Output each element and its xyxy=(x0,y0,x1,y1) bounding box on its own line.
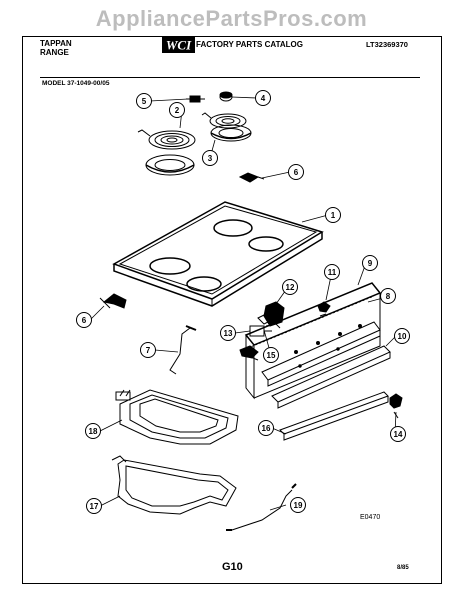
switch-knob xyxy=(249,325,272,337)
header-rule xyxy=(40,77,420,78)
callout-circle xyxy=(202,150,218,166)
callout-17: 17 xyxy=(86,498,102,514)
callout-label: 3 xyxy=(208,154,213,163)
callout-4: 4 xyxy=(255,90,271,106)
trim-strip-lower xyxy=(271,345,391,441)
infinite-switch xyxy=(257,301,285,329)
callout-10: 10 xyxy=(394,328,410,344)
callout-label: 14 xyxy=(394,430,403,439)
callout-circle xyxy=(169,102,185,118)
control-panel xyxy=(244,282,382,400)
receptacle-clip xyxy=(219,91,233,102)
callout-circle xyxy=(220,325,236,341)
callout-circle xyxy=(288,164,304,180)
callout-label: 6 xyxy=(294,168,299,177)
watermark: AppliancePartsPros.com xyxy=(95,6,368,31)
cooktop xyxy=(112,201,324,307)
catalog-title: FACTORY PARTS CATALOG xyxy=(196,40,303,49)
bracket-lower xyxy=(99,293,127,309)
callout-circle xyxy=(362,255,378,271)
callout-label: 11 xyxy=(328,268,337,277)
model-number: MODEL 37-1049-00/05 xyxy=(42,80,110,87)
callout-9: 9 xyxy=(362,255,378,271)
broil-element xyxy=(111,455,237,515)
callout-label: 19 xyxy=(294,501,303,510)
bracket-upper xyxy=(238,172,265,183)
callout-18: 18 xyxy=(85,423,101,439)
callout-label: 10 xyxy=(398,332,407,341)
surface-element-large xyxy=(137,129,196,150)
callout-circle xyxy=(85,423,101,439)
leader-lines xyxy=(89,96,397,511)
callout-circle xyxy=(255,90,271,106)
callout-circle xyxy=(390,426,406,442)
date-code: 8/85 xyxy=(397,565,409,571)
indicator-light xyxy=(317,301,331,317)
callout-label: 17 xyxy=(90,502,99,511)
callout-6a: 6 xyxy=(288,164,304,180)
callout-label: 13 xyxy=(224,329,233,338)
callout-circle xyxy=(325,207,341,223)
callout-label: 1 xyxy=(331,211,336,220)
callout-circle xyxy=(76,312,92,328)
page-code: G10 xyxy=(222,561,243,573)
callout-label: 4 xyxy=(261,94,266,103)
callout-circle xyxy=(136,93,152,109)
callout-circle xyxy=(380,288,396,304)
callout-8: 8 xyxy=(380,288,396,304)
callout-label: 8 xyxy=(386,292,391,301)
drip-bowl-large xyxy=(145,154,195,176)
callout-label: 15 xyxy=(267,351,276,360)
callout-16: 16 xyxy=(258,420,274,436)
callout-circle xyxy=(290,497,306,513)
catalog-number: LT32369370 xyxy=(366,40,408,49)
callout-circle xyxy=(86,498,102,514)
switch-clip xyxy=(239,345,259,361)
bake-element xyxy=(115,389,239,445)
callout-7: 7 xyxy=(140,342,156,358)
callout-11: 11 xyxy=(324,264,340,280)
callout-2: 2 xyxy=(169,102,185,118)
drip-bowl-small xyxy=(210,124,252,142)
callout-19: 19 xyxy=(290,497,306,513)
element-receptacle xyxy=(186,95,205,103)
callout-circle xyxy=(140,342,156,358)
trim-strip-upper xyxy=(261,321,381,387)
callout-circle xyxy=(263,347,279,363)
callout-circle xyxy=(324,264,340,280)
callout-3: 3 xyxy=(202,150,218,166)
callout-14: 14 xyxy=(390,426,406,442)
callout-15: 15 xyxy=(263,347,279,363)
callout-label: 2 xyxy=(175,106,180,115)
callout-1: 1 xyxy=(325,207,341,223)
callout-label: 12 xyxy=(286,283,295,292)
brand-name: TAPPAN xyxy=(40,39,72,48)
callout-label: 9 xyxy=(368,259,373,268)
callout-5: 5 xyxy=(136,93,152,109)
product-type: RANGE xyxy=(40,48,69,57)
svg-text:WCI: WCI xyxy=(166,38,192,53)
callout-label: 7 xyxy=(146,346,151,355)
callout-label: 16 xyxy=(262,424,271,433)
wci-logo: WCI xyxy=(162,37,195,53)
callout-label: 6 xyxy=(82,316,87,325)
callout-circle xyxy=(282,279,298,295)
page-frame xyxy=(22,36,442,584)
callout-circle xyxy=(394,328,410,344)
callout-13: 13 xyxy=(220,325,236,341)
wire-harness-short xyxy=(169,325,197,375)
callout-circle xyxy=(258,420,274,436)
wire-harness-long xyxy=(226,483,297,531)
callout-12: 12 xyxy=(282,279,298,295)
callout-label: 5 xyxy=(142,97,147,106)
callout-6b: 6 xyxy=(76,312,92,328)
diagram-code: E0470 xyxy=(360,514,381,521)
callout-label: 18 xyxy=(89,427,98,436)
